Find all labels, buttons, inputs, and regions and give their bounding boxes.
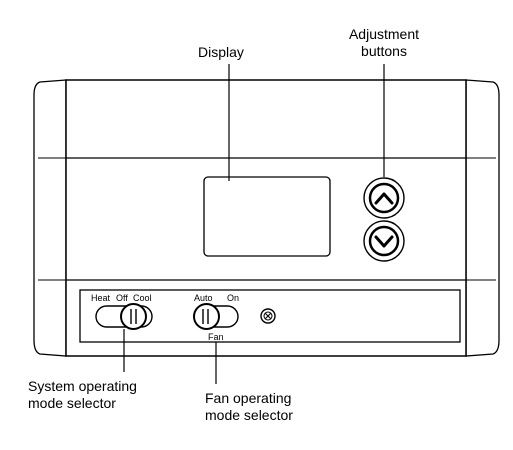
- chevron-down-icon: [374, 235, 394, 248]
- right-end-cap: [465, 79, 500, 357]
- up-button[interactable]: [363, 177, 405, 219]
- system-label-line1: System operating: [28, 378, 137, 394]
- system-option-cool: Cool: [133, 293, 152, 303]
- fan-mode-switch[interactable]: [193, 303, 239, 330]
- lcd-display: [203, 176, 331, 257]
- system-option-off: Off: [116, 293, 128, 303]
- system-mode-switch[interactable]: [95, 303, 153, 330]
- fan-option-on: On: [227, 293, 239, 303]
- adjustment-buttons-label: Adjustment buttons: [339, 26, 429, 60]
- fan-mode-selector-label: Fan operating mode selector: [205, 390, 293, 424]
- down-button[interactable]: [363, 220, 405, 262]
- system-label-line2: mode selector: [28, 395, 116, 411]
- fan-label-line1: Fan operating: [205, 390, 292, 406]
- fan-option-auto: Auto: [194, 293, 213, 303]
- display-label: Display: [198, 44, 244, 60]
- chevron-up-icon: [374, 192, 394, 205]
- system-mode-selector-label: System operating mode selector: [28, 378, 137, 412]
- system-switch-knob: [120, 303, 147, 330]
- fan-caption: Fan: [208, 332, 224, 342]
- adjustment-label-line2: buttons: [361, 43, 407, 59]
- adjustment-label-line1: Adjustment: [348, 26, 420, 42]
- left-end-cap: [33, 79, 67, 357]
- fan-switch-knob: [193, 303, 220, 330]
- fan-label-line2: mode selector: [205, 407, 293, 423]
- system-option-heat: Heat: [91, 293, 111, 303]
- reset-screw-icon[interactable]: [260, 308, 276, 324]
